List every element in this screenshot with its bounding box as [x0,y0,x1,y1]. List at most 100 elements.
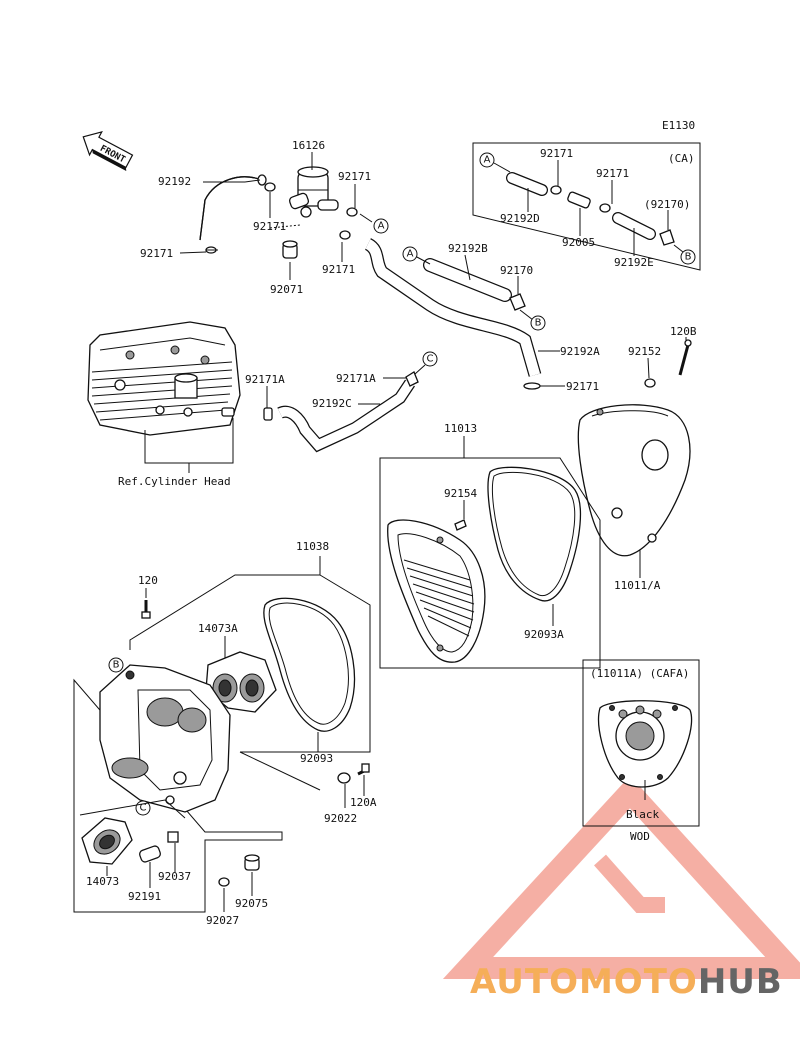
cafa-color-name: Black [626,808,659,821]
clamp-92171-top [264,182,276,192]
hose-92192d [506,172,548,196]
connector-a-valve: A [373,218,389,234]
washer-92027 [218,877,230,887]
ca-label-92005: 92005 [562,236,595,249]
label-92171a-a: 92171A [245,373,285,386]
watermark-triangle-logo [442,775,800,979]
ca-clamp-2 [599,203,611,213]
air-cleaner-base [99,664,231,813]
hose-92192 [199,174,267,241]
label-14073a: 14073A [198,622,238,635]
clamp-92171-right [339,207,358,240]
label-11013: 11013 [444,422,477,435]
watermark-text-automoto: AUTOMOTO [470,962,698,1002]
connector-b-ca: B [680,249,696,265]
clamp-92171a-left [263,407,273,421]
grommet-92075 [244,854,260,871]
label-120a: 120A [350,796,377,809]
gasket-92093a [487,466,582,602]
label-92093a: 92093A [524,628,564,641]
assembly-box-11013 [379,457,601,669]
ca-fitting-92005 [567,191,591,209]
valve-16126 [288,166,339,218]
hose-92192a [364,238,542,377]
label-92093: 92093 [300,752,333,765]
label-120b: 120B [670,325,697,338]
watermark-text-hub: HUB [698,962,783,1002]
label-92192: 92192 [158,175,191,188]
label-92027: 92027 [206,914,239,927]
label-92171a-b: 92171A [336,372,376,385]
label-92192b: 92192B [448,242,488,255]
front-arrow-icon: FRONT [82,131,134,172]
cylinder-head [87,321,241,436]
ca-tag: (CA) [668,152,695,165]
assembly-box-11038 [240,574,371,753]
clamp-92171-bottom [523,382,541,390]
ca-label-92170: (92170) [644,198,690,211]
label-92071: 92071 [270,283,303,296]
label-92171-a: 92171 [338,170,371,183]
connector-a-hose: A [402,246,418,262]
label-16126: 16126 [292,139,325,152]
ca-variant-box: (CA) A B 92171 92171 ( [472,142,701,271]
label-92170: 92170 [500,264,533,277]
label-120: 120 [138,574,158,587]
svg-text:AUTOMOTOHUB: AUTOMOTOHUB [470,962,783,1002]
washer-92152 [644,378,656,388]
svg-text:A: A [407,249,414,260]
connector-b-base: B [108,657,124,673]
bolt-120b [678,339,692,376]
cafa-color-code: WOD [630,830,650,843]
label-92171-e: 92171 [566,380,599,393]
clamp-92171a-right [405,371,419,387]
hose-92192c [277,379,415,453]
watermark-triangle-inner [594,854,665,913]
connector-b-hose: B [530,315,546,331]
connector-a-ca: A [479,152,495,168]
label-92037: 92037 [158,870,191,883]
svg-text:A: A [378,221,385,232]
ca-clamp-92170 [659,229,675,246]
grommet-92071 [282,240,298,259]
duct-14073a [205,651,277,713]
svg-text:B: B [685,252,692,263]
diagram-code: E1130 [662,119,695,132]
ca-clamp-1 [550,185,562,195]
hose-92192b [423,258,512,302]
label-92152: 92152 [628,345,661,358]
cafa-header: (11011A) (CAFA) [590,667,689,680]
ca-label-92171-b: 92171 [596,167,629,180]
washer-92022 [337,772,351,784]
ref-cylinder-head: Ref.Cylinder Head [118,475,231,488]
label-92192a: 92192A [560,345,600,358]
ca-label-92171-a: 92171 [540,147,573,160]
clamp-92170 [509,293,526,311]
label-92022: 92022 [324,812,357,825]
bolt-120 [141,600,151,619]
watermark: AUTOMOTOHUB [442,775,800,1002]
svg-text:C: C [140,803,147,814]
filter-element-11013 [387,519,486,663]
label-92171-b: 92171 [253,220,286,233]
label-14073: 14073 [86,875,119,888]
base-box-outline [73,678,283,913]
pipe-92191 [139,845,161,863]
screw-92154 [454,519,467,531]
svg-text:C: C [427,354,434,365]
clip-92037 [167,831,179,843]
bolt-120a [357,763,370,776]
hose-92192e [612,212,656,240]
cover-11011 [577,404,691,557]
label-92171-c: 92171 [140,247,173,260]
label-92191: 92191 [128,890,161,903]
cafa-variant-box: (11011A) (CAFA) Black WOD [582,659,700,843]
clamp-92171-left [205,246,218,254]
label-92192c: 92192C [312,397,352,410]
label-92075: 92075 [235,897,268,910]
label-11038: 11038 [296,540,329,553]
connector-c-hose: C [422,351,438,367]
svg-text:A: A [484,155,491,166]
svg-text:B: B [113,660,120,671]
